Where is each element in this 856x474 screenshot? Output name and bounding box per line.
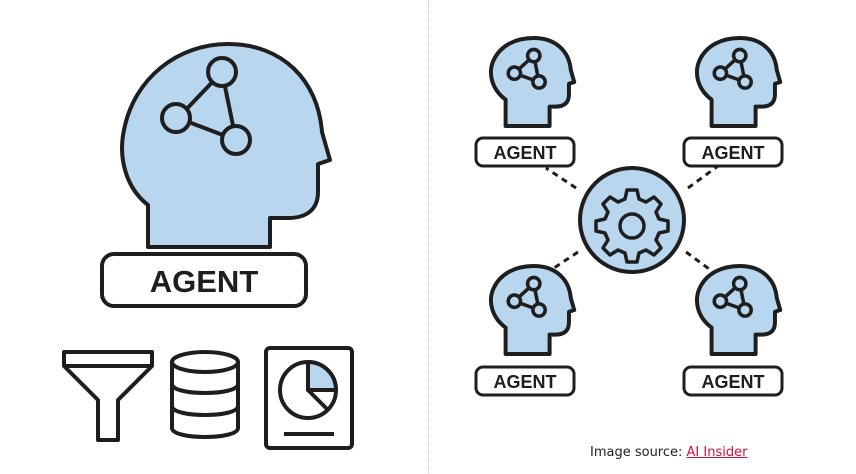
report-chart-icon	[264, 346, 354, 450]
large-agent-head-icon	[120, 42, 332, 249]
agent-label-bottom-left: AGENT	[494, 372, 557, 392]
agent-node-top-left	[488, 36, 577, 128]
source-link[interactable]: AI Insider	[686, 445, 748, 460]
agent-label-box-top-right: AGENT	[682, 136, 784, 168]
agent-label-box-top-left: AGENT	[474, 136, 576, 168]
large-agent-label-box: AGENT	[100, 252, 308, 308]
orchestrator-gear-icon	[578, 166, 686, 274]
agent-node-bottom-right	[694, 264, 783, 356]
agent-label-top-left: AGENT	[494, 143, 557, 163]
agent-label-bottom-right: AGENT	[702, 372, 765, 392]
agent-label-box-bottom-left: AGENT	[474, 365, 576, 397]
agent-node-top-right	[694, 36, 783, 128]
agent-label-top-right: AGENT	[702, 143, 765, 163]
funnel-icon	[62, 350, 154, 442]
agent-label-box-bottom-right: AGENT	[682, 365, 784, 397]
image-source-caption: Image source: AI Insider	[590, 445, 747, 460]
network-node-top	[206, 56, 238, 88]
network-node-right	[220, 124, 252, 156]
agent-node-bottom-left	[488, 264, 577, 356]
caption-prefix: Image source:	[590, 445, 687, 460]
network-node-left	[160, 102, 192, 134]
panel-divider	[428, 0, 429, 474]
database-icon	[170, 350, 240, 439]
large-agent-label: AGENT	[150, 264, 259, 299]
